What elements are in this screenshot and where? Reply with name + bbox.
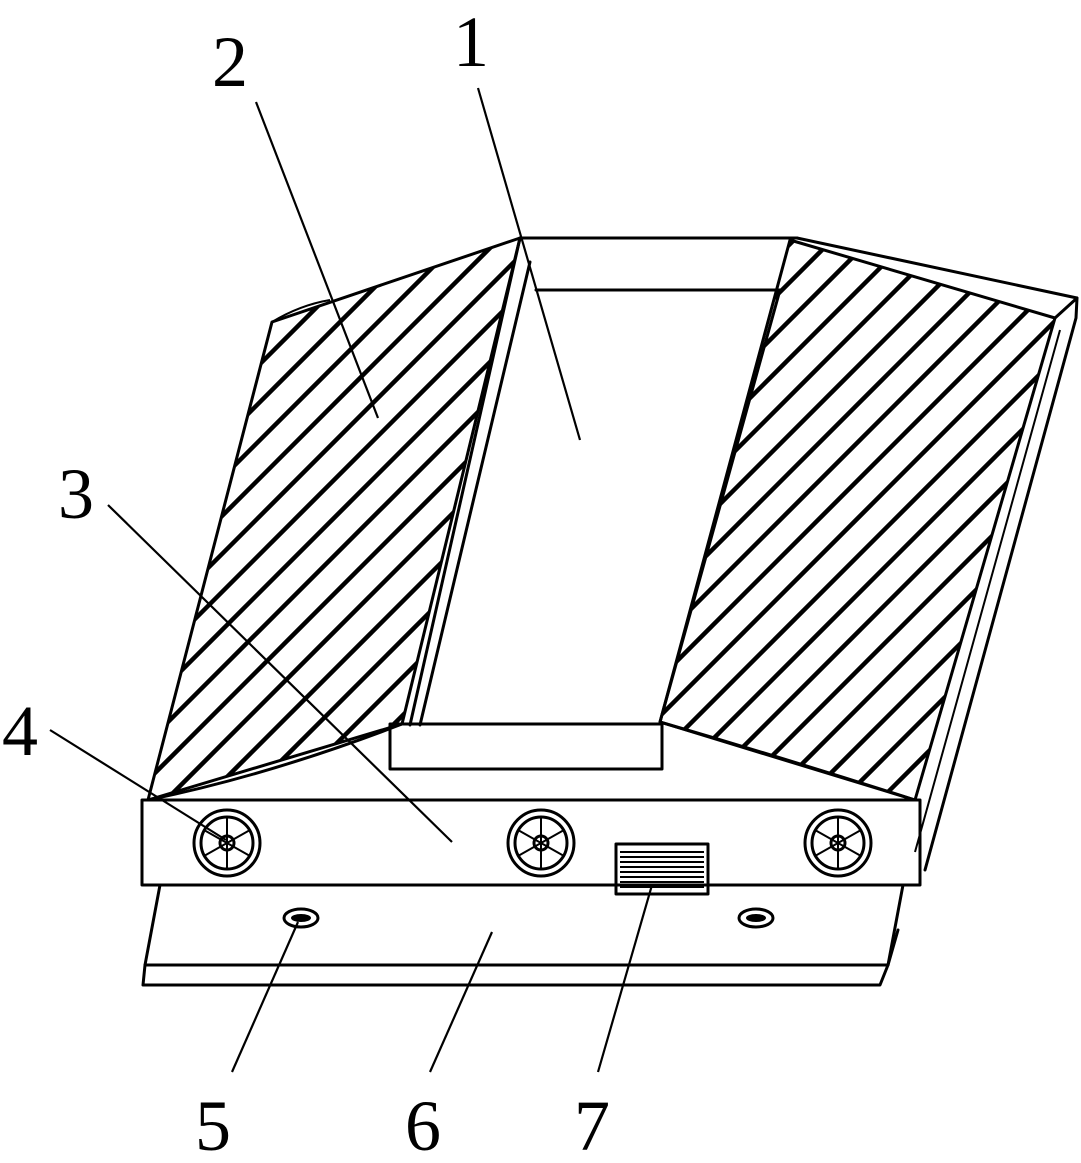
base-plate — [141, 883, 905, 987]
hatch-line — [934, 240, 1055, 800]
mounting-hole-left — [282, 907, 320, 929]
hatch-line — [296, 238, 520, 800]
hatch-line — [148, 238, 330, 800]
callout-4: 4 — [2, 691, 38, 771]
hatch-line — [148, 238, 406, 800]
hatch-line — [660, 240, 1055, 800]
hatch-line — [148, 238, 444, 800]
leader-4 — [49, 729, 227, 841]
hatch-line — [148, 238, 520, 800]
hatch-line — [660, 240, 740, 800]
hatch-line — [660, 240, 1044, 800]
callout-1: 1 — [453, 2, 489, 82]
hatch-line — [660, 240, 892, 800]
callout-3: 3 — [58, 454, 94, 534]
leader-1 — [476, 87, 582, 441]
callout-2: 2 — [212, 22, 248, 102]
hatch-line — [148, 238, 520, 800]
hatch-line — [660, 240, 1055, 800]
hatch-line — [660, 240, 930, 800]
hatch-line — [660, 240, 1055, 800]
leader-6 — [428, 931, 494, 1073]
hatch-line — [448, 238, 520, 800]
hatch-line — [668, 240, 1055, 800]
hatch-line — [782, 240, 1055, 800]
hatch-line — [1010, 240, 1055, 800]
hatch-line — [148, 238, 520, 800]
callout-6: 6 — [405, 1086, 441, 1163]
left-hatched-panel — [146, 236, 522, 802]
leader-2 — [254, 101, 380, 419]
hatch-line — [148, 238, 520, 800]
hatch-line — [148, 238, 292, 800]
right-hatched-panel — [658, 236, 1079, 872]
hatch-line — [660, 240, 702, 800]
fan-right — [803, 808, 873, 878]
hatch-line — [660, 240, 1055, 800]
hatch-line — [220, 238, 520, 800]
frame-opening — [146, 236, 917, 802]
callout-7: 7 — [574, 1086, 610, 1163]
leader-5 — [230, 921, 300, 1073]
callout-labels: 1 2 3 4 5 6 7 — [2, 2, 610, 1163]
hatch-line — [258, 238, 520, 800]
hatch-line — [182, 238, 520, 800]
callout-5: 5 — [195, 1086, 231, 1163]
leader-lines — [49, 87, 654, 1073]
fan-left — [192, 808, 262, 878]
hatch-line — [148, 238, 520, 800]
hatch-line — [820, 240, 1055, 800]
leader-7 — [596, 884, 654, 1073]
mounting-hole-right — [737, 907, 775, 929]
hatch-line — [148, 238, 520, 800]
hatch-line — [660, 240, 1055, 800]
base-box — [140, 798, 922, 887]
switch — [614, 842, 710, 896]
leader-3 — [107, 504, 453, 843]
fan-middle — [506, 808, 576, 878]
